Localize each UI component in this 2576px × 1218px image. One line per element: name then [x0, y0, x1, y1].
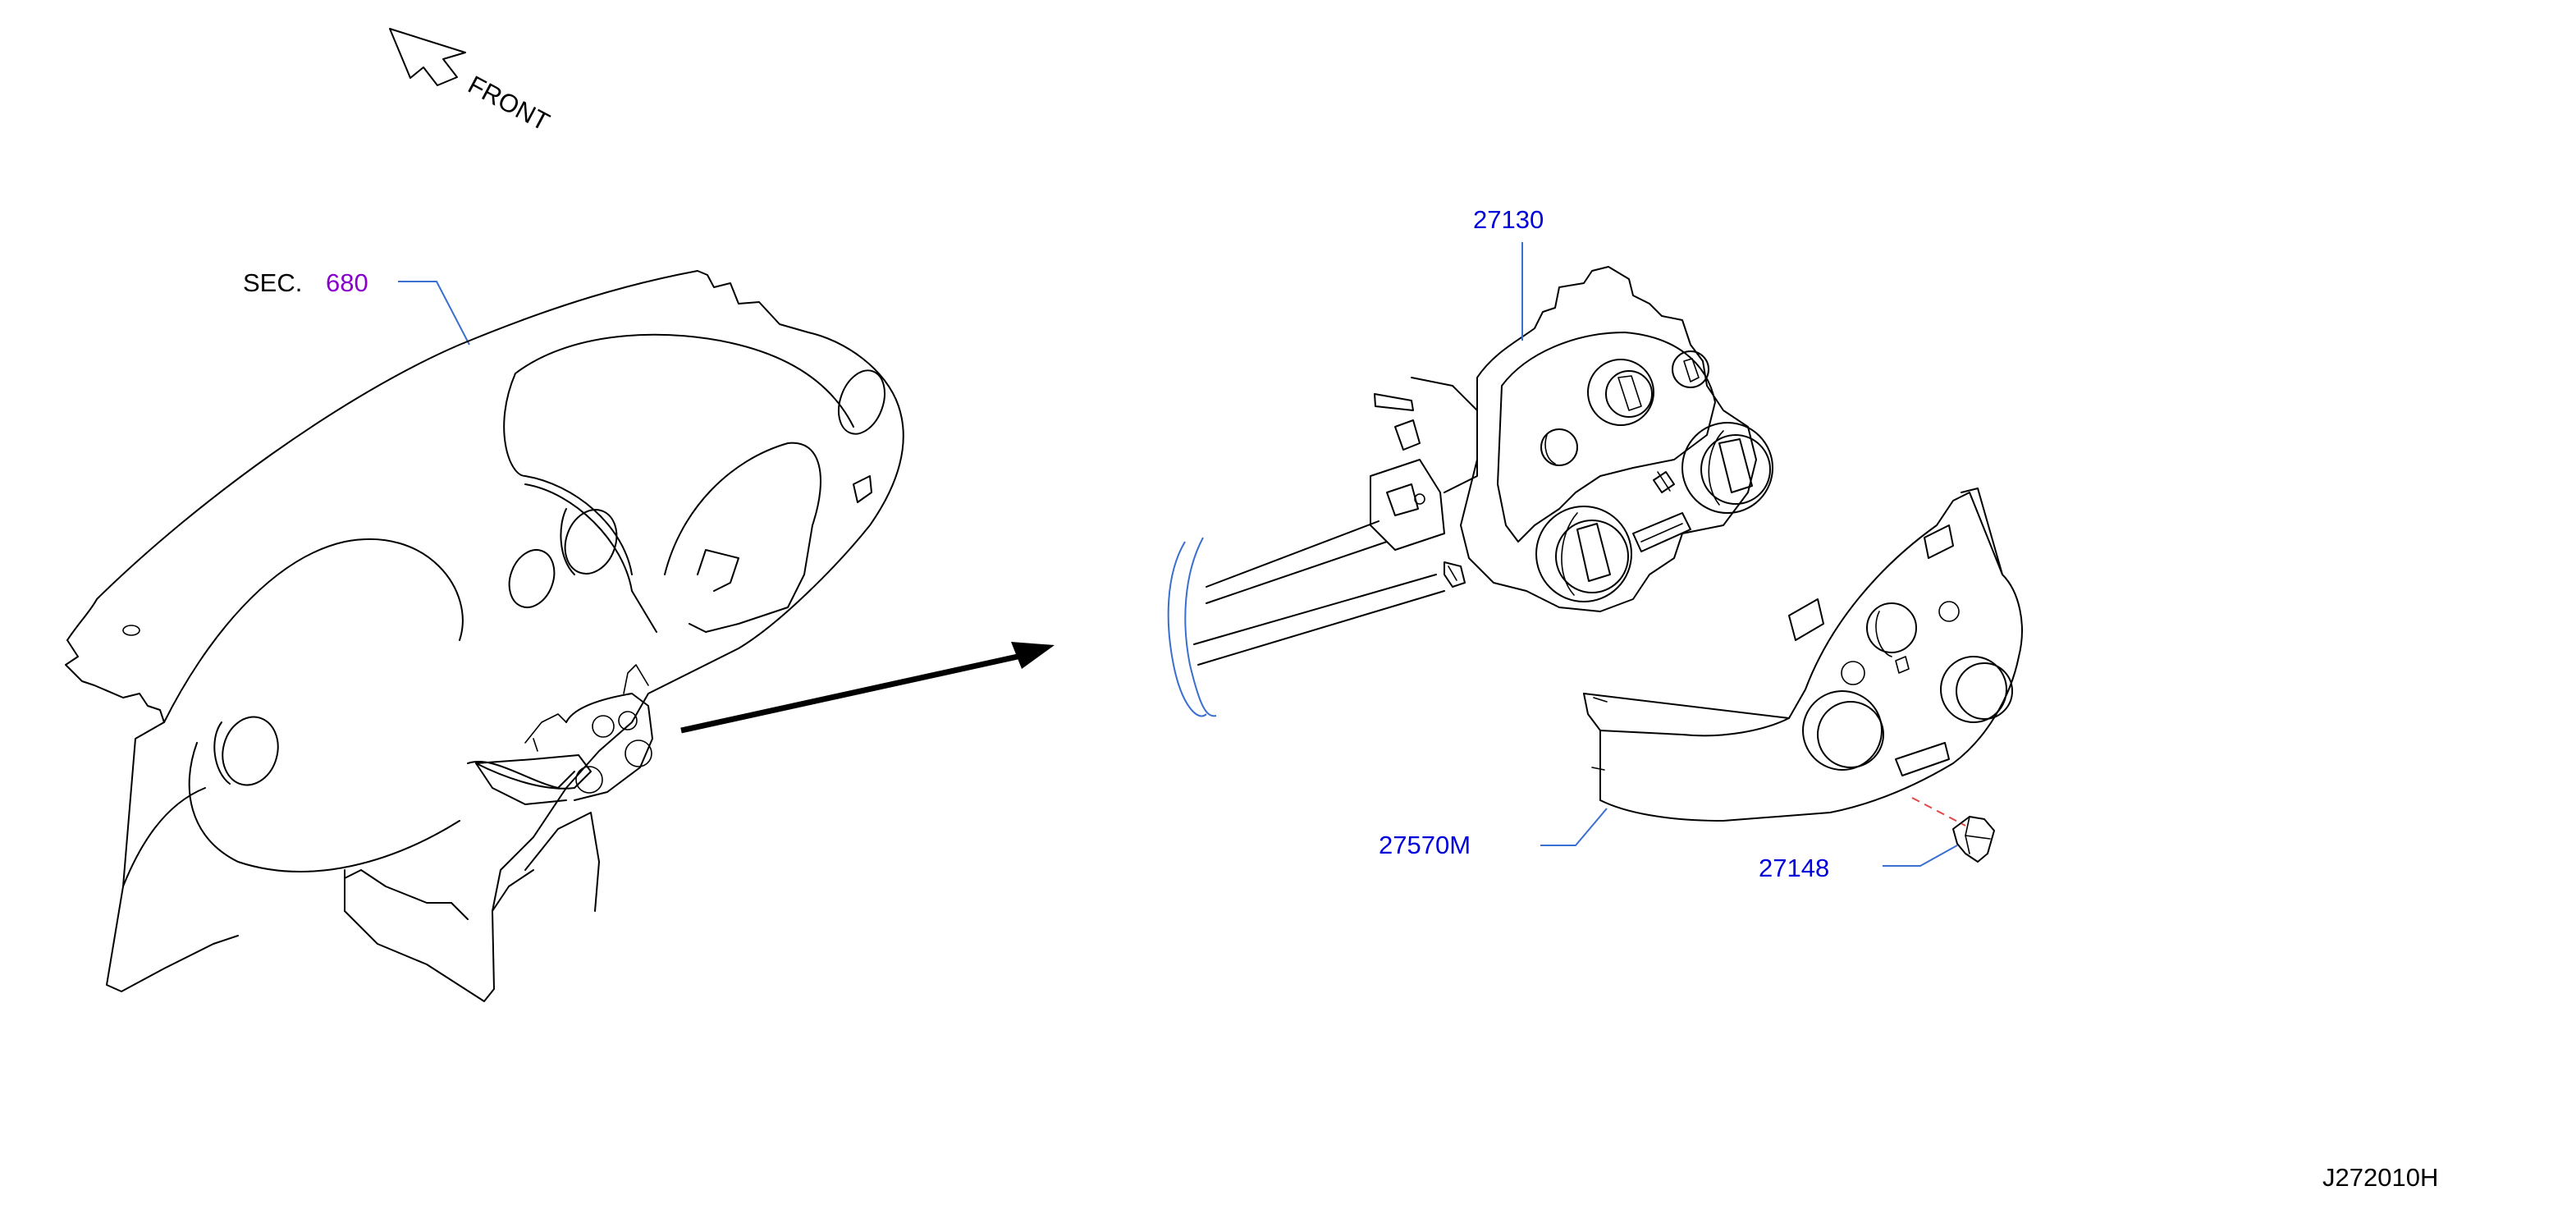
instrument-panel-assembly	[65, 270, 904, 1002]
diagram-code: J272010H	[2322, 1163, 2438, 1192]
front-label: FRONT	[464, 70, 555, 136]
front-arrow-icon	[389, 28, 466, 86]
detail-arrow	[680, 642, 1055, 734]
part-number-27570m[interactable]: 27570M	[1379, 831, 1471, 859]
clip-hidden-leader	[1911, 797, 1966, 826]
arrowhead-icon	[1011, 642, 1055, 669]
callout-27148: 27148	[1759, 845, 1958, 882]
finisher-27570m	[1583, 488, 2023, 822]
front-direction-indicator: FRONT	[389, 28, 555, 136]
heater-control-location-thumbnail	[475, 664, 653, 801]
section-reference: SEC. 680	[243, 268, 470, 346]
callout-27130: 27130	[1473, 205, 1544, 341]
clip-27148	[1911, 797, 1995, 863]
section-number[interactable]: 680	[326, 268, 368, 297]
section-leader-line	[398, 281, 470, 346]
harness-break-lines	[1167, 537, 1217, 717]
section-prefix: SEC.	[243, 268, 302, 297]
callout-27570m: 27570M	[1379, 808, 1608, 859]
heater-control-assembly-27130	[1193, 266, 1773, 666]
part-number-27148[interactable]: 27148	[1759, 854, 1829, 882]
part-number-27130[interactable]: 27130	[1473, 205, 1544, 234]
svg-text:SEC. 680: SEC. 680	[243, 268, 368, 297]
